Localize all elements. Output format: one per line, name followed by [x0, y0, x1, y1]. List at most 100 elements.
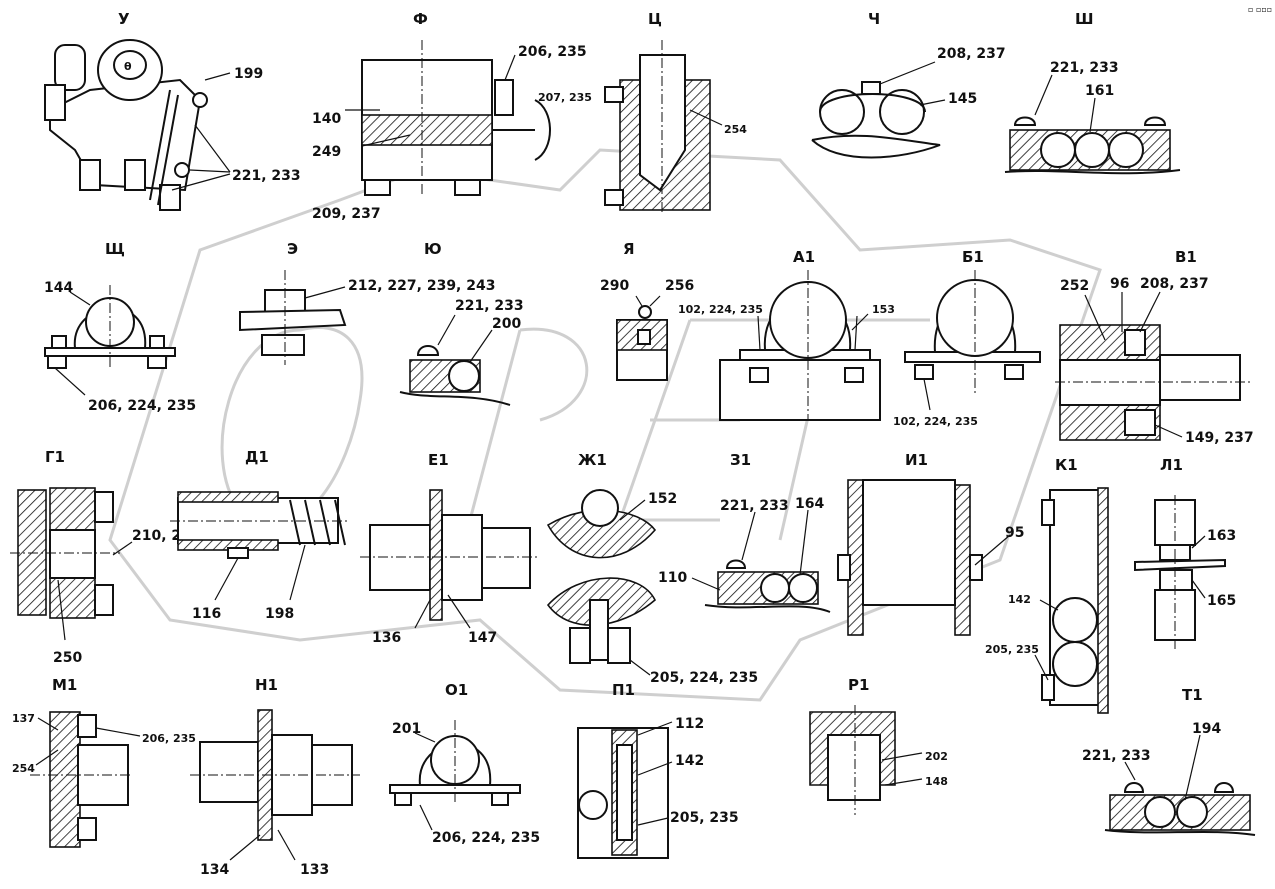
callout: 200	[492, 316, 521, 332]
callout: 102, 224, 235	[893, 415, 978, 428]
view-title: П1	[612, 681, 635, 699]
callout: 205, 224, 235	[650, 670, 758, 686]
view-v1: В1 252 96 208, 237 149, 237	[1055, 248, 1254, 446]
callout: 112	[675, 716, 704, 732]
callout: 254	[724, 123, 747, 136]
callout: 137	[12, 712, 35, 725]
view-ts: Ц 207, 235 254	[538, 10, 747, 215]
view-title: Д1	[245, 448, 269, 466]
callout: 152	[648, 491, 677, 507]
callout: 102, 224, 235	[678, 303, 763, 316]
view-a1: А1 102, 224, 235 153	[678, 248, 895, 421]
view-r1: Р1 202 148	[809, 676, 948, 815]
callout: 140	[312, 111, 341, 127]
view-title: К1	[1055, 456, 1078, 474]
view-title: Б1	[962, 248, 984, 266]
view-g1: Г1 210, 237 250	[10, 448, 201, 666]
view-t1: Т1 221, 233 194	[1082, 686, 1256, 836]
view-title: Г1	[45, 448, 65, 466]
view-title: Е1	[428, 451, 449, 469]
callout: 133	[300, 862, 329, 878]
callout: 208, 237	[937, 46, 1006, 62]
callout: 147	[468, 630, 497, 646]
view-title: А1	[793, 248, 815, 266]
view-n1: Н1 134 133	[190, 676, 360, 878]
view-title: Ш	[1075, 10, 1094, 28]
callout: 249	[312, 144, 341, 160]
view-title: Р1	[848, 676, 869, 694]
callout: 161	[1085, 83, 1114, 99]
callout: 206, 224, 235	[432, 830, 540, 846]
view-title: У	[118, 10, 130, 28]
view-title: Ф	[413, 10, 428, 28]
view-title: Щ	[105, 240, 125, 258]
callout: 254	[12, 762, 35, 775]
view-o1: О1 201 206, 224, 235	[389, 681, 540, 846]
callout: 205, 235	[985, 643, 1039, 656]
view-e: Э 212, 227, 239, 243	[239, 240, 495, 365]
callout: 256	[665, 278, 694, 294]
callout: 164	[795, 496, 824, 512]
callout: 198	[265, 606, 294, 622]
view-m1: М1 137 206, 235 254	[12, 676, 196, 848]
callout: 221, 233	[1082, 748, 1151, 764]
view-title: И1	[905, 451, 928, 469]
callout: 212, 227, 239, 243	[348, 278, 495, 294]
callout: 221, 233	[1050, 60, 1119, 76]
callout: 165	[1207, 593, 1236, 609]
view-p1: П1 112 142 205, 235	[577, 681, 739, 859]
view-title: М1	[52, 676, 77, 694]
view-title: Ю	[424, 240, 442, 258]
view-b1: Б1 102, 224, 235	[893, 248, 1041, 428]
callout: 148	[925, 775, 948, 788]
callout: 145	[948, 91, 977, 107]
callout: 205, 235	[670, 810, 739, 826]
view-title: Л1	[1160, 456, 1183, 474]
callout: 116	[192, 606, 221, 622]
callout: 202	[925, 750, 948, 763]
view-sh: Ш 221, 233 161	[1004, 10, 1181, 175]
callout: 250	[53, 650, 82, 666]
theta-glyph: θ	[124, 60, 132, 73]
callout: 209, 237	[312, 206, 381, 222]
callout: 206, 224, 235	[88, 398, 196, 414]
view-ch: Ч 208, 237 145	[811, 10, 1006, 159]
callout: 252	[1060, 278, 1089, 294]
callout: 221, 233	[720, 498, 789, 514]
view-title: Н1	[255, 676, 278, 694]
callout: 142	[1008, 593, 1031, 606]
callout: 163	[1207, 528, 1236, 544]
callout: 142	[675, 753, 704, 769]
callout: 153	[872, 303, 895, 316]
view-title: Ц	[648, 10, 662, 28]
callout: 206, 235	[142, 732, 196, 745]
callout: 96	[1110, 276, 1129, 292]
view-k1: К1 142 205, 235	[985, 456, 1109, 714]
callout: 221, 233	[232, 168, 301, 184]
callout: 144	[44, 280, 73, 296]
callout: 201	[392, 721, 421, 737]
view-title: Я	[623, 240, 635, 258]
view-title: Ж1	[578, 451, 607, 469]
view-e1: Е1 136 147	[360, 451, 540, 646]
callout: 199	[234, 66, 263, 82]
view-l1: Л1 163 165	[1134, 456, 1236, 650]
view-sch: Щ 144 206, 224, 235	[44, 240, 196, 414]
view-title: Т1	[1182, 686, 1203, 704]
view-u: У θ 199 221, 233	[44, 10, 301, 211]
view-f: Ф 140 249 206, 235 209, 237	[312, 10, 587, 222]
callout: 136	[372, 630, 401, 646]
callout: 110	[658, 570, 687, 586]
callout: 221, 233	[455, 298, 524, 314]
callout: 206, 235	[518, 44, 587, 60]
callout: 149, 237	[1185, 430, 1254, 446]
callout: 207, 235	[538, 91, 592, 104]
view-title: Э	[287, 240, 298, 258]
view-yu: Ю 221, 233 200	[399, 240, 524, 406]
callout: 290	[600, 278, 629, 294]
view-zh1: Ж1 152 205, 224, 235	[546, 451, 758, 686]
view-title: В1	[1175, 248, 1197, 266]
view-d1: Д1 116 198	[170, 448, 350, 622]
view-title: З1	[730, 451, 751, 469]
